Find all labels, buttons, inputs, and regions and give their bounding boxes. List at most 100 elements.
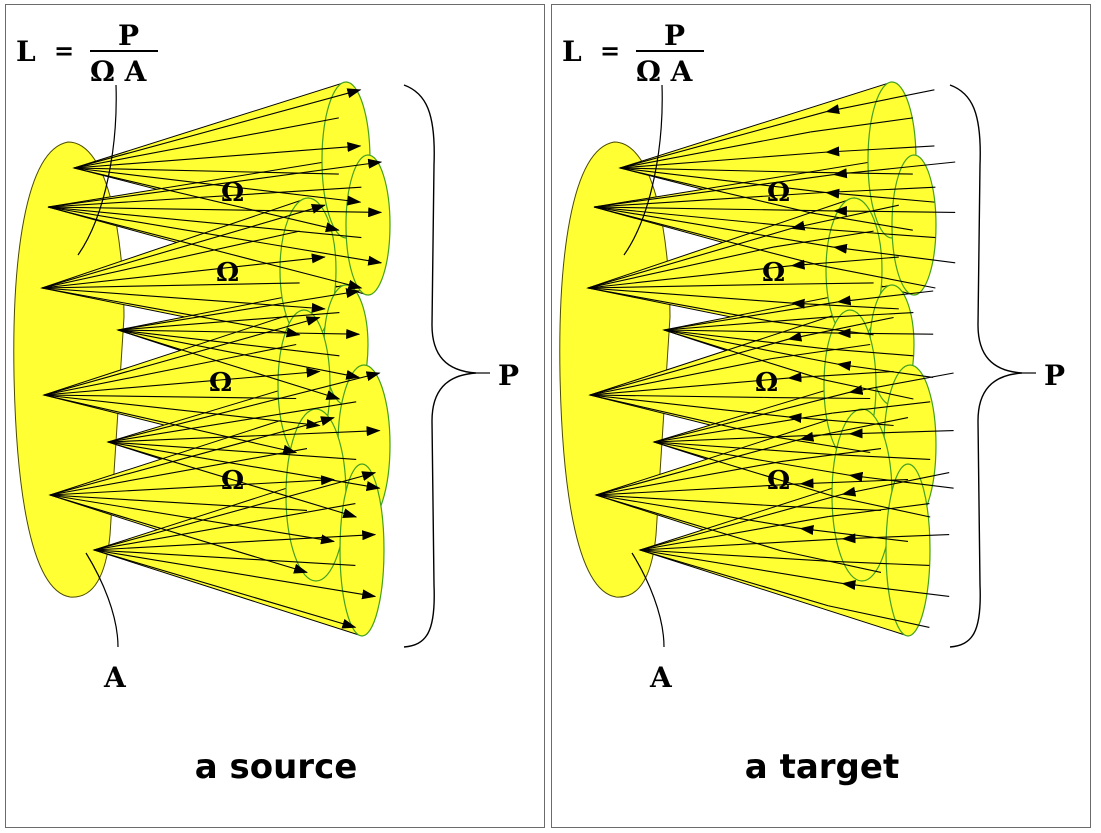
target-ray-tail-6-4: [653, 441, 833, 456]
source-ray-2-1: [47, 158, 383, 208]
target-ray-tail-2-4: [593, 206, 820, 230]
source-ray-1-6: [73, 167, 340, 233]
target-ray-8-2: [828, 503, 930, 518]
source-ray-8-3: [93, 530, 377, 551]
target-omega-label-4: Ω: [767, 466, 790, 496]
target-ray-5-2: [771, 343, 871, 360]
target-ray-tail-3-1: [587, 227, 792, 289]
source-ray-6-3: [107, 426, 381, 443]
target-ray-5-4: [771, 396, 871, 400]
target-ray-2-1: [832, 161, 956, 179]
source-ray-4-6: [117, 329, 341, 400]
target-ray-tail-5-2: [589, 358, 772, 396]
target-ray-tail-4-4: [663, 329, 824, 350]
source-formula-numerator: P: [118, 19, 139, 52]
target-ray-8-1: [841, 472, 950, 497]
source-ray-8-2: [93, 503, 356, 551]
target-ray-tail-7-1: [595, 438, 801, 496]
target-ray-6-1: [848, 372, 954, 395]
source-omega-label-1: Ω: [221, 178, 244, 208]
target-ray-3-4: [773, 282, 874, 285]
target-omega-label-3: Ω: [755, 368, 778, 398]
source-ray-2-4: [47, 206, 362, 239]
source-ray-3-2: [41, 230, 300, 289]
target-ray-7-1: [799, 417, 909, 442]
target-ray-tail-5-4: [589, 394, 772, 399]
source-ray-5-1: [43, 316, 321, 396]
caption-source: a source: [194, 747, 358, 787]
source-formula-denominator: Ω A: [90, 55, 148, 88]
target-formula-equals: =: [600, 36, 620, 65]
target-power-brace: [949, 84, 1023, 648]
target-cone-end-8: [885, 463, 931, 637]
source-cone-end-8: [339, 463, 385, 637]
source-ray-4-2: [117, 312, 340, 331]
target-ray-tail-2-5: [593, 206, 834, 248]
target-ray-5-1: [787, 316, 894, 342]
source-ray-5-6: [43, 394, 298, 455]
target-ray-tail-7-3: [595, 483, 801, 496]
target-ray-4-2: [823, 312, 914, 319]
target-formula-leader: [623, 84, 663, 256]
source-ray-8-1: [93, 471, 377, 551]
target-ray-6-3: [848, 428, 954, 439]
target-ray-3-3: [790, 256, 899, 270]
source-ray-5-4: [43, 394, 297, 400]
target-ray-tail-5-1: [589, 338, 789, 396]
source-area-label: A: [103, 661, 127, 694]
target-ray-tail-7-2: [595, 461, 782, 496]
target-ray-7-3: [799, 478, 909, 489]
target-area-leader: [631, 552, 665, 648]
target-ray-tail-3-3: [587, 265, 792, 289]
target-ray-6-2: [832, 401, 931, 414]
source-area-leader: [85, 552, 119, 648]
source-ray-6-2: [107, 401, 357, 443]
target-ray-tail-8-1: [639, 493, 843, 551]
source-ray-8-4: [93, 549, 356, 567]
target-ray-2-5: [832, 243, 956, 264]
source-ray-8-6: [93, 549, 357, 629]
target-ray-1-6: [810, 212, 913, 231]
source-formula-leader: [77, 84, 117, 256]
target-ray-8-5: [841, 580, 950, 597]
source-ray-1-2: [73, 117, 339, 169]
target-ray-4-3: [836, 328, 934, 339]
source-ray-1-5: [73, 167, 362, 206]
source-power-brace: [403, 84, 477, 648]
target-ray-tail-3-2: [587, 246, 774, 289]
target-ray-tail-2-2: [593, 192, 820, 208]
source-ray-2-2: [47, 186, 362, 208]
source-ray-5-3: [43, 367, 321, 396]
target-ray-8-6: [828, 605, 930, 628]
source-cone-end-2: [345, 154, 391, 296]
target-ray-3-1: [790, 204, 899, 231]
target-ray-tail-2-6: [593, 206, 820, 266]
target-ray-7-2: [780, 448, 882, 463]
target-ray-tail-6-5: [653, 441, 850, 476]
target-ray-2-3: [832, 206, 956, 217]
target-ray-tail-1-2: [619, 131, 811, 169]
source-ray-3-1: [41, 204, 326, 289]
target-ray-tail-7-5: [595, 494, 801, 529]
target-ray-tail-3-6: [587, 287, 774, 323]
target-ray-tail-5-5: [589, 394, 789, 418]
target-ray-tail-6-1: [653, 391, 850, 443]
target-formula-numerator: P: [664, 19, 685, 52]
source-ray-3-6: [41, 287, 301, 338]
target-ray-tail-3-4: [587, 283, 774, 289]
target-ray-1-4: [810, 171, 913, 175]
target-formula-l: L: [562, 35, 582, 68]
source-ray-8-5: [93, 549, 377, 600]
target-omega-label-2: Ω: [762, 258, 785, 288]
target-ray-4-1: [836, 290, 934, 306]
target-formula-denominator: Ω A: [636, 55, 694, 88]
target-ray-tail-1-3: [619, 151, 827, 169]
source-ray-7-6: [49, 494, 308, 574]
target-ray-tail-8-6: [639, 549, 829, 607]
source-omega-label-4: Ω: [221, 466, 244, 496]
target-ray-tail-4-2: [663, 316, 824, 331]
target-ray-tail-8-2: [639, 516, 829, 551]
source-ray-3-4: [41, 282, 300, 289]
